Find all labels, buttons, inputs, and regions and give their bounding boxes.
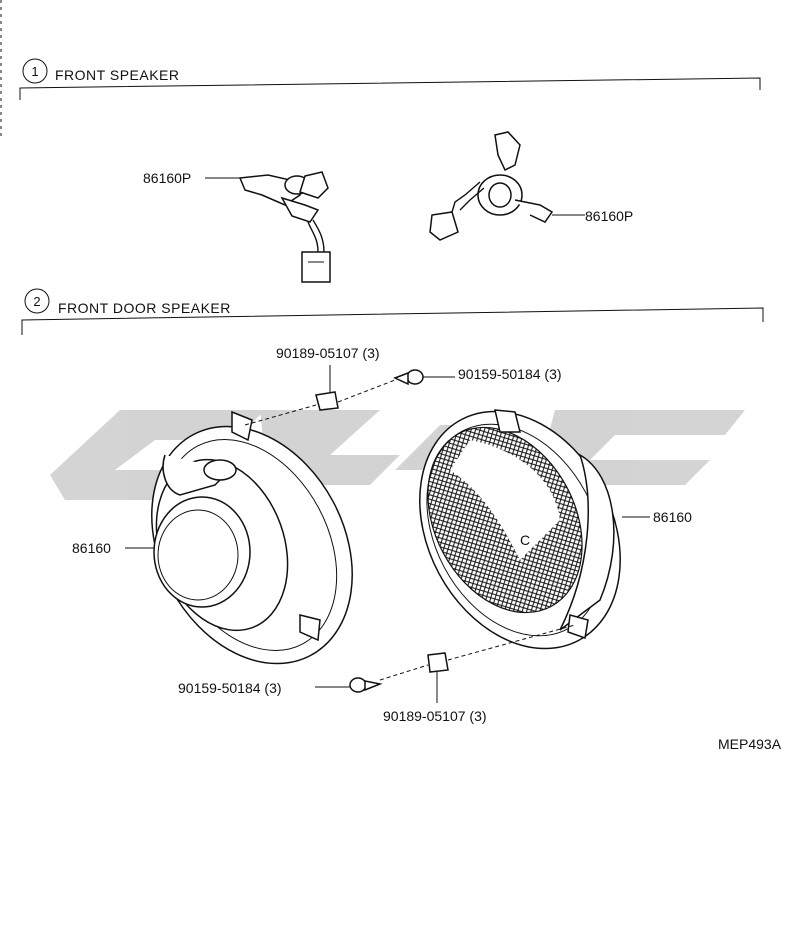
- bolt-top: [393, 369, 455, 386]
- section-front-door-speaker: 2 FRONT DOOR SPEAKER: [21, 288, 764, 335]
- section-title: FRONT SPEAKER: [55, 67, 180, 83]
- tweeter-harness-right: [429, 131, 554, 241]
- clip-nut-bottom: [427, 652, 449, 703]
- diagram-code: MEP493A: [718, 736, 782, 752]
- section-title: FRONT DOOR SPEAKER: [58, 300, 231, 316]
- part-label-86160-left: 86160: [72, 540, 111, 556]
- assembly-line-bottom-speaker: [447, 624, 576, 661]
- assembly-line-top-bolt: [337, 379, 396, 403]
- door-speaker-left: [151, 410, 353, 665]
- bolt-bottom: [315, 677, 383, 693]
- assembly-line-bottom: [379, 664, 429, 681]
- part-label-90159-50184-top: 90159-50184 (3): [458, 366, 562, 382]
- watermark-logo: [50, 410, 745, 500]
- door-speaker-right: C: [419, 409, 621, 650]
- svg-text:C: C: [520, 532, 530, 548]
- section-bracket: [19, 77, 761, 100]
- clip-nut-top: [315, 365, 339, 411]
- section-bracket: [21, 307, 764, 335]
- section-number-circle: [22, 58, 48, 84]
- section-number-circle: [24, 288, 50, 314]
- part-label-86160-right: 86160: [653, 509, 692, 525]
- part-label-90189-05107-top: 90189-05107 (3): [276, 345, 380, 361]
- part-label-86160p-right: 86160P: [585, 208, 633, 224]
- part-label-90159-50184-bottom: 90159-50184 (3): [178, 680, 282, 696]
- section-number: 2: [33, 294, 40, 309]
- tweeter-harness-left: [238, 171, 331, 283]
- section-front-speaker: 1 FRONT SPEAKER: [19, 58, 761, 100]
- assembly-line-top: [244, 404, 317, 426]
- section-number: 1: [31, 64, 38, 79]
- part-label-90189-05107-bottom: 90189-05107 (3): [383, 708, 487, 724]
- part-label-86160p-left: 86160P: [143, 170, 191, 186]
